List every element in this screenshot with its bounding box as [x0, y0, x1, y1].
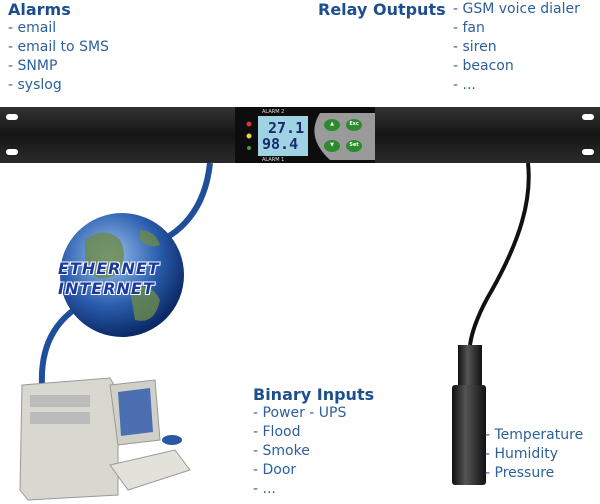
binary-inputs-title: Binary Inputs: [253, 385, 375, 404]
list-item: - GSM voice dialer: [453, 1, 580, 17]
list-item: - syslog: [8, 77, 62, 93]
globe-icon: [60, 213, 184, 337]
sensor-probe-icon: [452, 345, 486, 485]
alarms-title: Alarms: [8, 0, 71, 19]
list-item: - fan: [453, 20, 485, 36]
alarm1-label: ALARM 1: [262, 157, 285, 163]
computer-icon: [19, 377, 191, 501]
internet-label: INTERNET: [58, 279, 155, 298]
sensor-list: - Temperature - Humidity - Pressure: [485, 426, 583, 483]
lcd-display: [258, 116, 308, 156]
list-item: - Temperature: [485, 427, 584, 443]
list-item: - Smoke: [253, 443, 310, 459]
ethernet-label: ETHERNET: [58, 259, 160, 278]
lcd-value-1: 27.1: [268, 119, 305, 137]
list-item: - Power - UPS: [253, 405, 347, 421]
list-item: - ...: [453, 77, 476, 93]
list-item: - beacon: [453, 58, 514, 74]
list-item: - Humidity: [485, 446, 558, 462]
up-button[interactable]: ▲: [330, 121, 334, 127]
sensor-cable: [468, 162, 531, 346]
relay-outputs-list: - GSM voice dialer - fan - siren - beaco…: [453, 0, 580, 95]
esc-button[interactable]: Esc: [349, 121, 359, 127]
binary-inputs-section: Binary Inputs - Power - UPS - Flood - Sm…: [253, 385, 374, 499]
list-item: - Flood: [253, 424, 301, 440]
list-item: - ...: [253, 481, 276, 497]
lcd-value-2: 98.4: [262, 135, 299, 153]
list-item: - siren: [453, 39, 497, 55]
relay-outputs-title: Relay Outputs: [318, 0, 446, 19]
set-button[interactable]: Set: [349, 142, 359, 148]
list-item: - email: [8, 20, 57, 36]
down-button[interactable]: ▼: [330, 142, 334, 148]
list-item: - email to SMS: [8, 39, 109, 55]
alarms-section: Alarms - email - email to SMS - SNMP - s…: [8, 0, 109, 95]
alarm2-label: ALARM 2: [262, 109, 285, 115]
list-item: - Door: [253, 462, 297, 478]
list-item: - SNMP: [8, 58, 58, 74]
list-item: - Pressure: [485, 465, 555, 481]
